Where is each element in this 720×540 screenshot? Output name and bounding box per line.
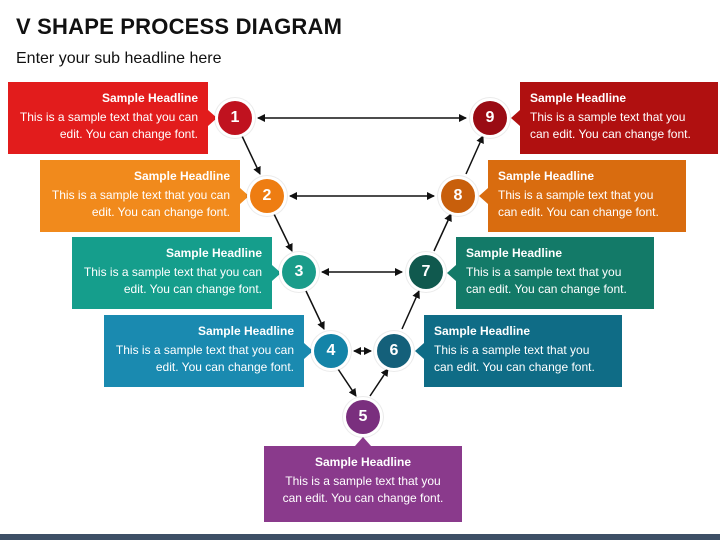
step-1-text: This is a sample text that you can edit.… xyxy=(19,110,198,141)
page-subtitle: Enter your sub headline here xyxy=(16,50,222,67)
step-3-text: This is a sample text that you can edit.… xyxy=(83,265,262,296)
arrow-4-5 xyxy=(337,368,357,397)
step-box-9: Sample Headline This is a sample text th… xyxy=(511,82,718,154)
step-node-3: 3 xyxy=(282,255,316,289)
step-6-text: This is a sample text that you can edit.… xyxy=(434,343,595,374)
step-box-4: Sample Headline This is a sample text th… xyxy=(104,315,313,387)
step-5-text: This is a sample text that you can edit.… xyxy=(282,474,444,505)
step-node-5: 5 xyxy=(346,400,380,434)
step-7-text: This is a sample text that you can edit.… xyxy=(466,265,627,296)
step-7-headline: Sample Headline xyxy=(466,246,563,260)
arrow-1-2 xyxy=(241,135,261,175)
step-box-2: Sample Headline This is a sample text th… xyxy=(40,160,249,232)
step-8-headline: Sample Headline xyxy=(498,169,595,183)
step-3-headline: Sample Headline xyxy=(165,246,262,260)
step-1-headline: Sample Headline xyxy=(101,91,198,105)
step-box-7: Sample Headline This is a sample text th… xyxy=(447,237,654,309)
step-node-4: 4 xyxy=(314,334,348,368)
step-9-headline: Sample Headline xyxy=(530,91,627,105)
step-node-7: 7 xyxy=(409,255,443,289)
arrow-5-6 xyxy=(369,368,389,397)
step-6-headline: Sample Headline xyxy=(434,324,531,338)
step-node-6: 6 xyxy=(377,334,411,368)
step-node-8: 8 xyxy=(441,179,475,213)
step-box-6: Sample Headline This is a sample text th… xyxy=(415,315,622,387)
step-4-headline: Sample Headline xyxy=(197,324,294,338)
arrow-2-3 xyxy=(273,213,293,252)
arrow-7-8 xyxy=(433,213,452,252)
step-5-headline: Sample Headline xyxy=(314,455,412,469)
page-title: V SHAPE PROCESS DIAGRAM xyxy=(16,14,343,39)
step-2-headline: Sample Headline xyxy=(133,169,230,183)
step-box-3: Sample Headline This is a sample text th… xyxy=(72,237,281,309)
arrow-8-9 xyxy=(465,135,484,175)
arrow-6-7 xyxy=(401,290,420,330)
step-node-9: 9 xyxy=(473,101,507,135)
step-box-5: Sample Headline This is a sample text th… xyxy=(264,437,462,522)
step-9-text: This is a sample text that you can edit.… xyxy=(530,110,691,141)
footer-bar xyxy=(0,534,720,540)
step-8-text: This is a sample text that you can edit.… xyxy=(498,188,659,219)
step-box-8: Sample Headline This is a sample text th… xyxy=(479,160,686,232)
step-2-text: This is a sample text that you can edit.… xyxy=(51,188,230,219)
step-node-2: 2 xyxy=(250,179,284,213)
step-box-1: Sample Headline This is a sample text th… xyxy=(8,82,217,154)
step-node-1: 1 xyxy=(218,101,252,135)
step-4-text: This is a sample text that you can edit.… xyxy=(115,343,294,374)
arrow-3-4 xyxy=(305,290,325,330)
